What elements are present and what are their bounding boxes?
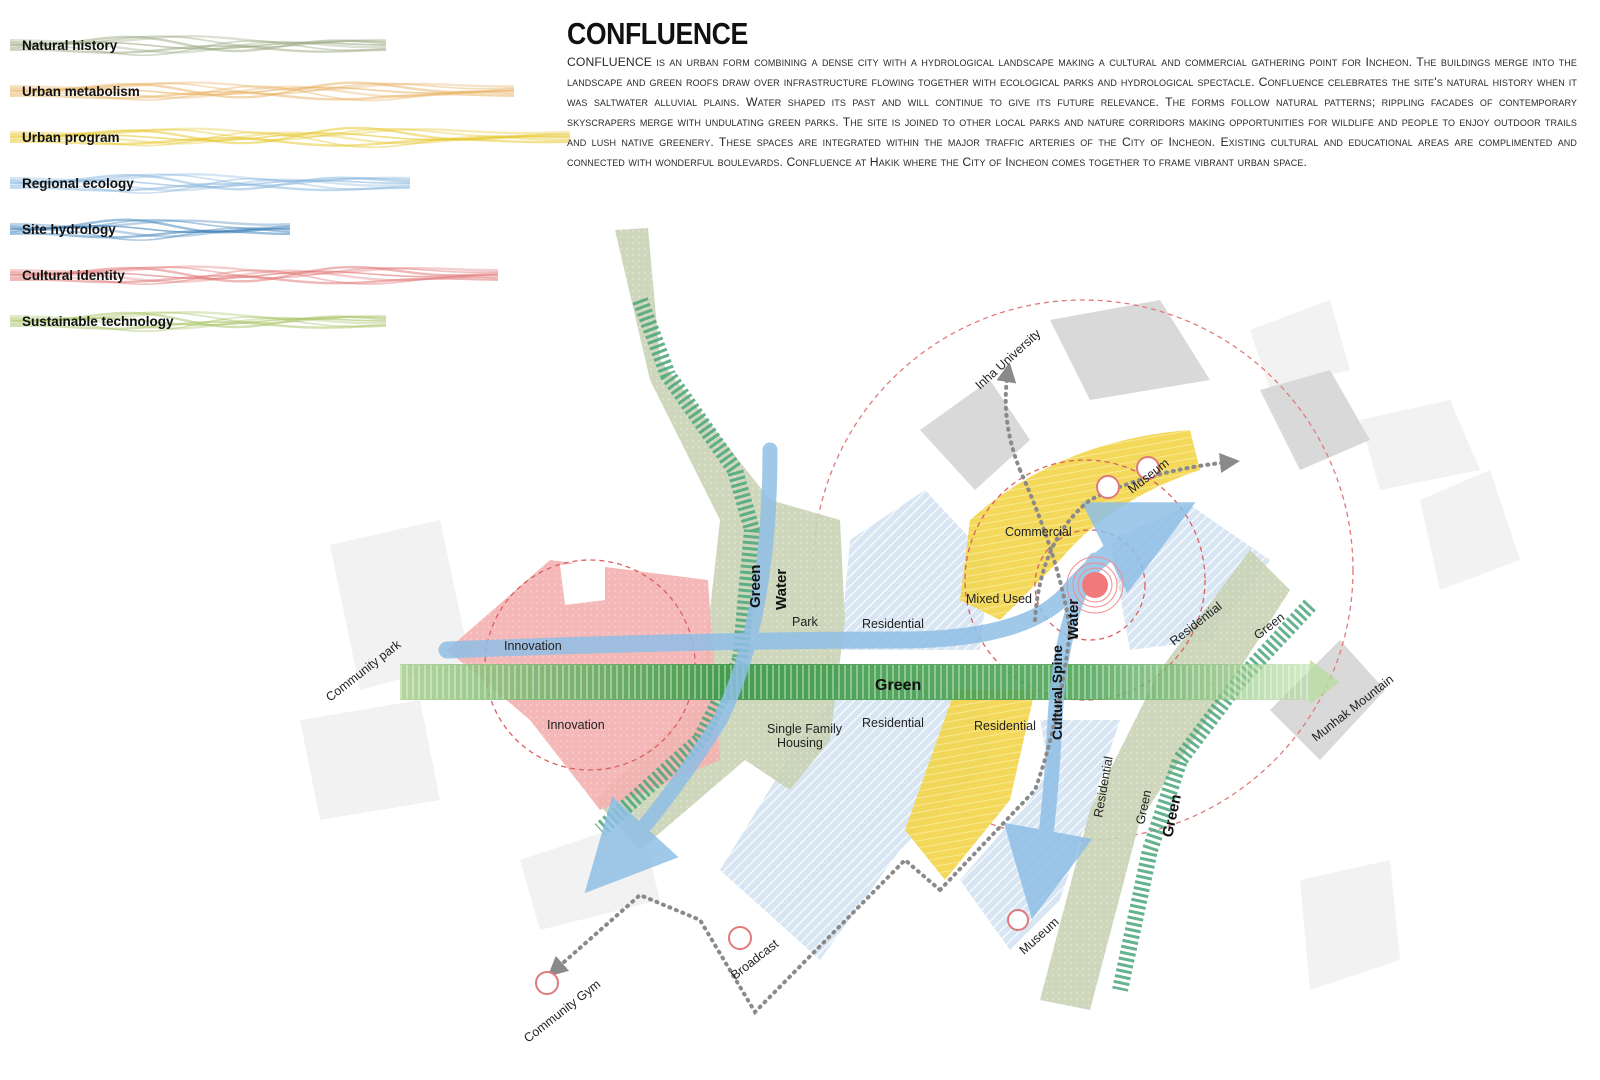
- legend-wave-stroke: [10, 227, 291, 241]
- legend-item-regional-ecology: Regional ecology: [10, 160, 570, 206]
- label-innovation-bottom: Innovation: [547, 718, 605, 732]
- label-single-family-2: Housing: [777, 736, 823, 750]
- dotted-paths: [547, 362, 1240, 1016]
- label-community-gym: Community Gym: [521, 977, 603, 1045]
- label-commercial: Commercial: [1005, 525, 1072, 539]
- page-title: CONFLUENCE: [567, 16, 748, 51]
- museum-bottom-icon: [1007, 909, 1029, 931]
- legend-wave-stroke: [10, 81, 515, 99]
- site-diagram: Community park Innovation Innovation Gre…: [300, 228, 1520, 1045]
- legend-wave-stroke: [10, 40, 387, 54]
- label-mixed-used: Mixed Used: [966, 592, 1032, 606]
- legend-wave-stroke: [10, 316, 387, 330]
- label-residential-2: Residential: [862, 716, 924, 730]
- legend-label: Sustainable technology: [22, 314, 174, 329]
- legend-wave-stroke: [10, 41, 387, 50]
- label-residential-3: Residential: [974, 719, 1036, 733]
- legend-wave-stroke: [10, 127, 570, 138]
- legend-swatch-cultural-identity: [10, 265, 499, 285]
- legend-wave-stroke: [10, 225, 291, 234]
- legend-label: Urban metabolism: [22, 84, 140, 99]
- hub-icon: [1066, 556, 1124, 614]
- legend-label: Regional ecology: [22, 176, 134, 191]
- legend-item-sustainable-technology: Sustainable technology: [10, 298, 570, 344]
- legend: Natural history Urban metabolism Urban p…: [10, 22, 570, 362]
- label-water-left: Water: [773, 569, 790, 610]
- commercial-zones: [905, 430, 1200, 880]
- label-green-left: Green: [747, 565, 764, 608]
- museum-top-icon: [1096, 475, 1120, 499]
- legend-wave-stroke: [10, 90, 515, 101]
- legend-wave-stroke: [10, 86, 515, 96]
- legend-wave-stroke: [10, 127, 570, 141]
- legend-wave-stroke: [10, 274, 499, 285]
- legend-wave-stroke: [10, 265, 499, 276]
- label-park: Park: [792, 615, 818, 629]
- legend-swatch-urban-metabolism: [10, 81, 515, 102]
- existing-buildings: [540, 300, 1385, 760]
- legend-wave-stroke: [10, 178, 411, 192]
- label-innovation-top: Innovation: [504, 639, 562, 653]
- legend-label: Natural history: [22, 38, 118, 53]
- teal-stripe-left: [594, 297, 761, 836]
- legend-wave-stroke: [10, 320, 387, 330]
- legend-wave-stroke: [10, 182, 410, 192]
- legend-wave-stroke: [10, 136, 570, 147]
- legend-wave-stroke: [10, 131, 570, 145]
- label-green-right-3: Green: [1159, 793, 1185, 839]
- legend-label: Urban program: [22, 130, 120, 145]
- legend-swatch-site-hydrology: [10, 218, 291, 241]
- poi-markers: [535, 456, 1160, 995]
- legend-wave-stroke: [10, 40, 387, 57]
- label-residential-1: Residential: [862, 617, 924, 631]
- legend-item-urban-metabolism: Urban metabolism: [10, 68, 570, 114]
- legend-item-urban-program: Urban program: [10, 114, 570, 160]
- legend-item-site-hydrology: Site hydrology: [10, 206, 570, 252]
- label-water-right: Water: [1065, 599, 1082, 640]
- label-green-center: Green: [875, 677, 921, 694]
- legend-swatch-regional-ecology: [10, 173, 411, 194]
- legend-wave-stroke: [10, 81, 515, 92]
- description-paragraph: CONFLUENCE is an urban form combining a …: [567, 55, 1577, 169]
- broadcast-icon: [728, 926, 752, 950]
- legend-item-natural-history: Natural history: [10, 22, 570, 68]
- museum-top-icon-2: [1136, 456, 1160, 480]
- legend-swatch-sustainable-technology: [10, 311, 387, 333]
- innovation-void: [560, 560, 605, 605]
- legend-wave-stroke: [10, 179, 411, 188]
- label-cultural-spine: Cultural Spine: [1049, 645, 1065, 740]
- inner-circle: [964, 459, 1206, 701]
- label-inha-university: Inha University: [973, 326, 1044, 392]
- legend-wave-stroke: [10, 44, 387, 54]
- legend-wave-stroke: [10, 229, 290, 239]
- legend-wave-stroke: [10, 265, 499, 283]
- legend-item-cultural-identity: Cultural identity: [10, 252, 570, 298]
- legend-swatch-urban-program: [10, 126, 570, 149]
- legend-wave-stroke: [10, 132, 570, 142]
- legend-wave-stroke: [10, 316, 387, 333]
- legend-wave-stroke: [10, 317, 387, 326]
- legend-label: Site hydrology: [22, 222, 116, 237]
- teal-stripe-right: [1112, 599, 1316, 992]
- label-single-family-1: Single Family: [767, 722, 843, 736]
- green-band: [400, 660, 1340, 704]
- community-gym-icon: [535, 971, 559, 995]
- legend-label: Cultural identity: [22, 268, 125, 283]
- legend-swatch-natural-history: [10, 35, 387, 57]
